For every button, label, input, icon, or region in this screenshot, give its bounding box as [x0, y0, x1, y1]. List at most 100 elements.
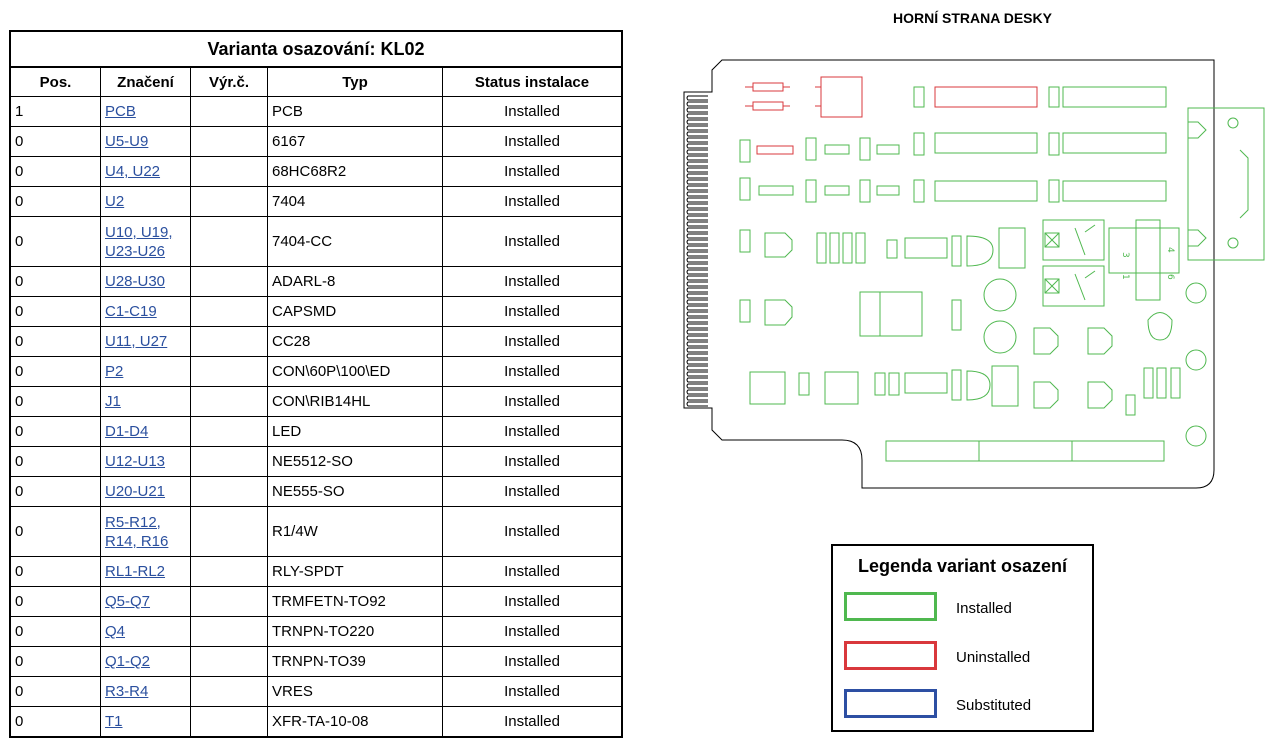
- col-header-status: Status instalace: [442, 66, 623, 97]
- connector-finger: [686, 167, 708, 173]
- connector-finger: [686, 389, 708, 395]
- cell-type: TRNPN-TO220: [267, 616, 443, 647]
- cell-pos: 0: [9, 156, 101, 187]
- component-ref-link[interactable]: RL1-RL2: [105, 563, 166, 580]
- cell-ref: U28-U30: [100, 266, 191, 297]
- connector-finger: [686, 131, 708, 137]
- component-ref-link[interactable]: U2: [105, 193, 125, 210]
- cell-type: NE555-SO: [267, 476, 443, 507]
- installed-parts: [739, 86, 1207, 462]
- connector-finger: [686, 215, 708, 221]
- component-ref-link[interactable]: Q4: [105, 623, 126, 640]
- connector-finger: [686, 239, 708, 245]
- legend-box: Legenda variant osazení Installed Uninst…: [831, 544, 1094, 732]
- edge-connector: [686, 95, 708, 407]
- cell-type: CON\60P\100\ED: [267, 356, 443, 387]
- cell-pos: 0: [9, 616, 101, 647]
- cell-partno: [190, 646, 268, 677]
- col-header-ref: Značení: [100, 66, 191, 97]
- cell-pos: 0: [9, 126, 101, 157]
- connector-finger: [686, 347, 708, 353]
- cell-partno: [190, 616, 268, 647]
- cell-type: XFR-TA-10-08: [267, 706, 443, 738]
- component-ref-link[interactable]: Q5-Q7: [105, 593, 151, 610]
- connector-finger: [686, 311, 708, 317]
- connector-finger: [686, 191, 708, 197]
- legend-swatch-installed: [844, 592, 937, 621]
- legend-title: Legenda variant osazení: [857, 556, 1068, 576]
- component-ref-link[interactable]: D1-D4: [105, 423, 149, 440]
- cell-partno: [190, 476, 268, 507]
- component-ref-link[interactable]: U11, U27: [105, 333, 168, 350]
- cell-ref: J1: [100, 386, 191, 417]
- component-ref-link[interactable]: R3-R4: [105, 683, 149, 700]
- cell-ref: U10, U19, U23-U26: [100, 216, 191, 267]
- component-ref-link[interactable]: P2: [105, 363, 124, 380]
- component-ref-link[interactable]: T1: [105, 713, 123, 730]
- connector-finger: [686, 293, 708, 299]
- connector-finger: [686, 329, 708, 335]
- cell-status: Installed: [442, 506, 623, 557]
- component-ref-link[interactable]: U28-U30: [105, 273, 166, 290]
- cell-partno: [190, 326, 268, 357]
- cell-type: 7404-CC: [267, 216, 443, 267]
- cell-type: CON\RIB14HL: [267, 386, 443, 417]
- cell-type: TRMFETN-TO92: [267, 586, 443, 617]
- connector-finger: [686, 173, 708, 179]
- pcb-top-view: 3 4 1 6: [683, 59, 1265, 489]
- cell-ref: U11, U27: [100, 326, 191, 357]
- connector-finger: [686, 113, 708, 119]
- cell-ref: Q1-Q2: [100, 646, 191, 677]
- cell-pos: 0: [9, 266, 101, 297]
- cell-status: Installed: [442, 676, 623, 707]
- component-ref-link[interactable]: R5-R12, R14, R16: [105, 513, 169, 550]
- cell-ref: D1-D4: [100, 416, 191, 447]
- connector-finger: [686, 263, 708, 269]
- cell-type: 6167: [267, 126, 443, 157]
- component-ref-link[interactable]: U5-U9: [105, 133, 149, 150]
- connector-finger: [686, 143, 708, 149]
- connector-finger: [686, 185, 708, 191]
- cell-pos: 0: [9, 706, 101, 738]
- cell-pos: 0: [9, 186, 101, 217]
- connector-finger: [686, 281, 708, 287]
- component-ref-link[interactable]: U10, U19, U23-U26: [105, 223, 173, 260]
- component-ref-link[interactable]: Q1-Q2: [105, 653, 151, 670]
- cell-pos: 0: [9, 676, 101, 707]
- pcb-outline: [683, 59, 1215, 489]
- cell-pos: 0: [9, 386, 101, 417]
- component-ref-link[interactable]: U12-U13: [105, 453, 166, 470]
- connector-finger: [686, 137, 708, 143]
- cell-pos: 0: [9, 326, 101, 357]
- cell-status: Installed: [442, 216, 623, 267]
- component-ref-link[interactable]: J1: [105, 393, 121, 410]
- connector-finger: [686, 335, 708, 341]
- component-ref-link[interactable]: PCB: [105, 103, 136, 120]
- component-ref-link[interactable]: U20-U21: [105, 483, 166, 500]
- bom-header-row: Pos. Značení Výr.č. Typ Status instalace: [9, 66, 623, 97]
- cell-partno: [190, 356, 268, 387]
- component-ref-link[interactable]: C1-C19: [105, 303, 157, 320]
- cell-status: Installed: [442, 556, 623, 587]
- connector-finger: [686, 245, 708, 251]
- cell-status: Installed: [442, 126, 623, 157]
- cell-pos: 0: [9, 416, 101, 447]
- cell-ref: U5-U9: [100, 126, 191, 157]
- cell-status: Installed: [442, 356, 623, 387]
- connector-finger: [686, 383, 708, 389]
- cell-partno: [190, 706, 268, 738]
- cell-pos: 0: [9, 506, 101, 557]
- connector-finger: [686, 401, 708, 407]
- component-ref-link[interactable]: U4, U22: [105, 163, 161, 180]
- cell-pos: 0: [9, 356, 101, 387]
- cell-type: PCB: [267, 96, 443, 127]
- cell-ref: P2: [100, 356, 191, 387]
